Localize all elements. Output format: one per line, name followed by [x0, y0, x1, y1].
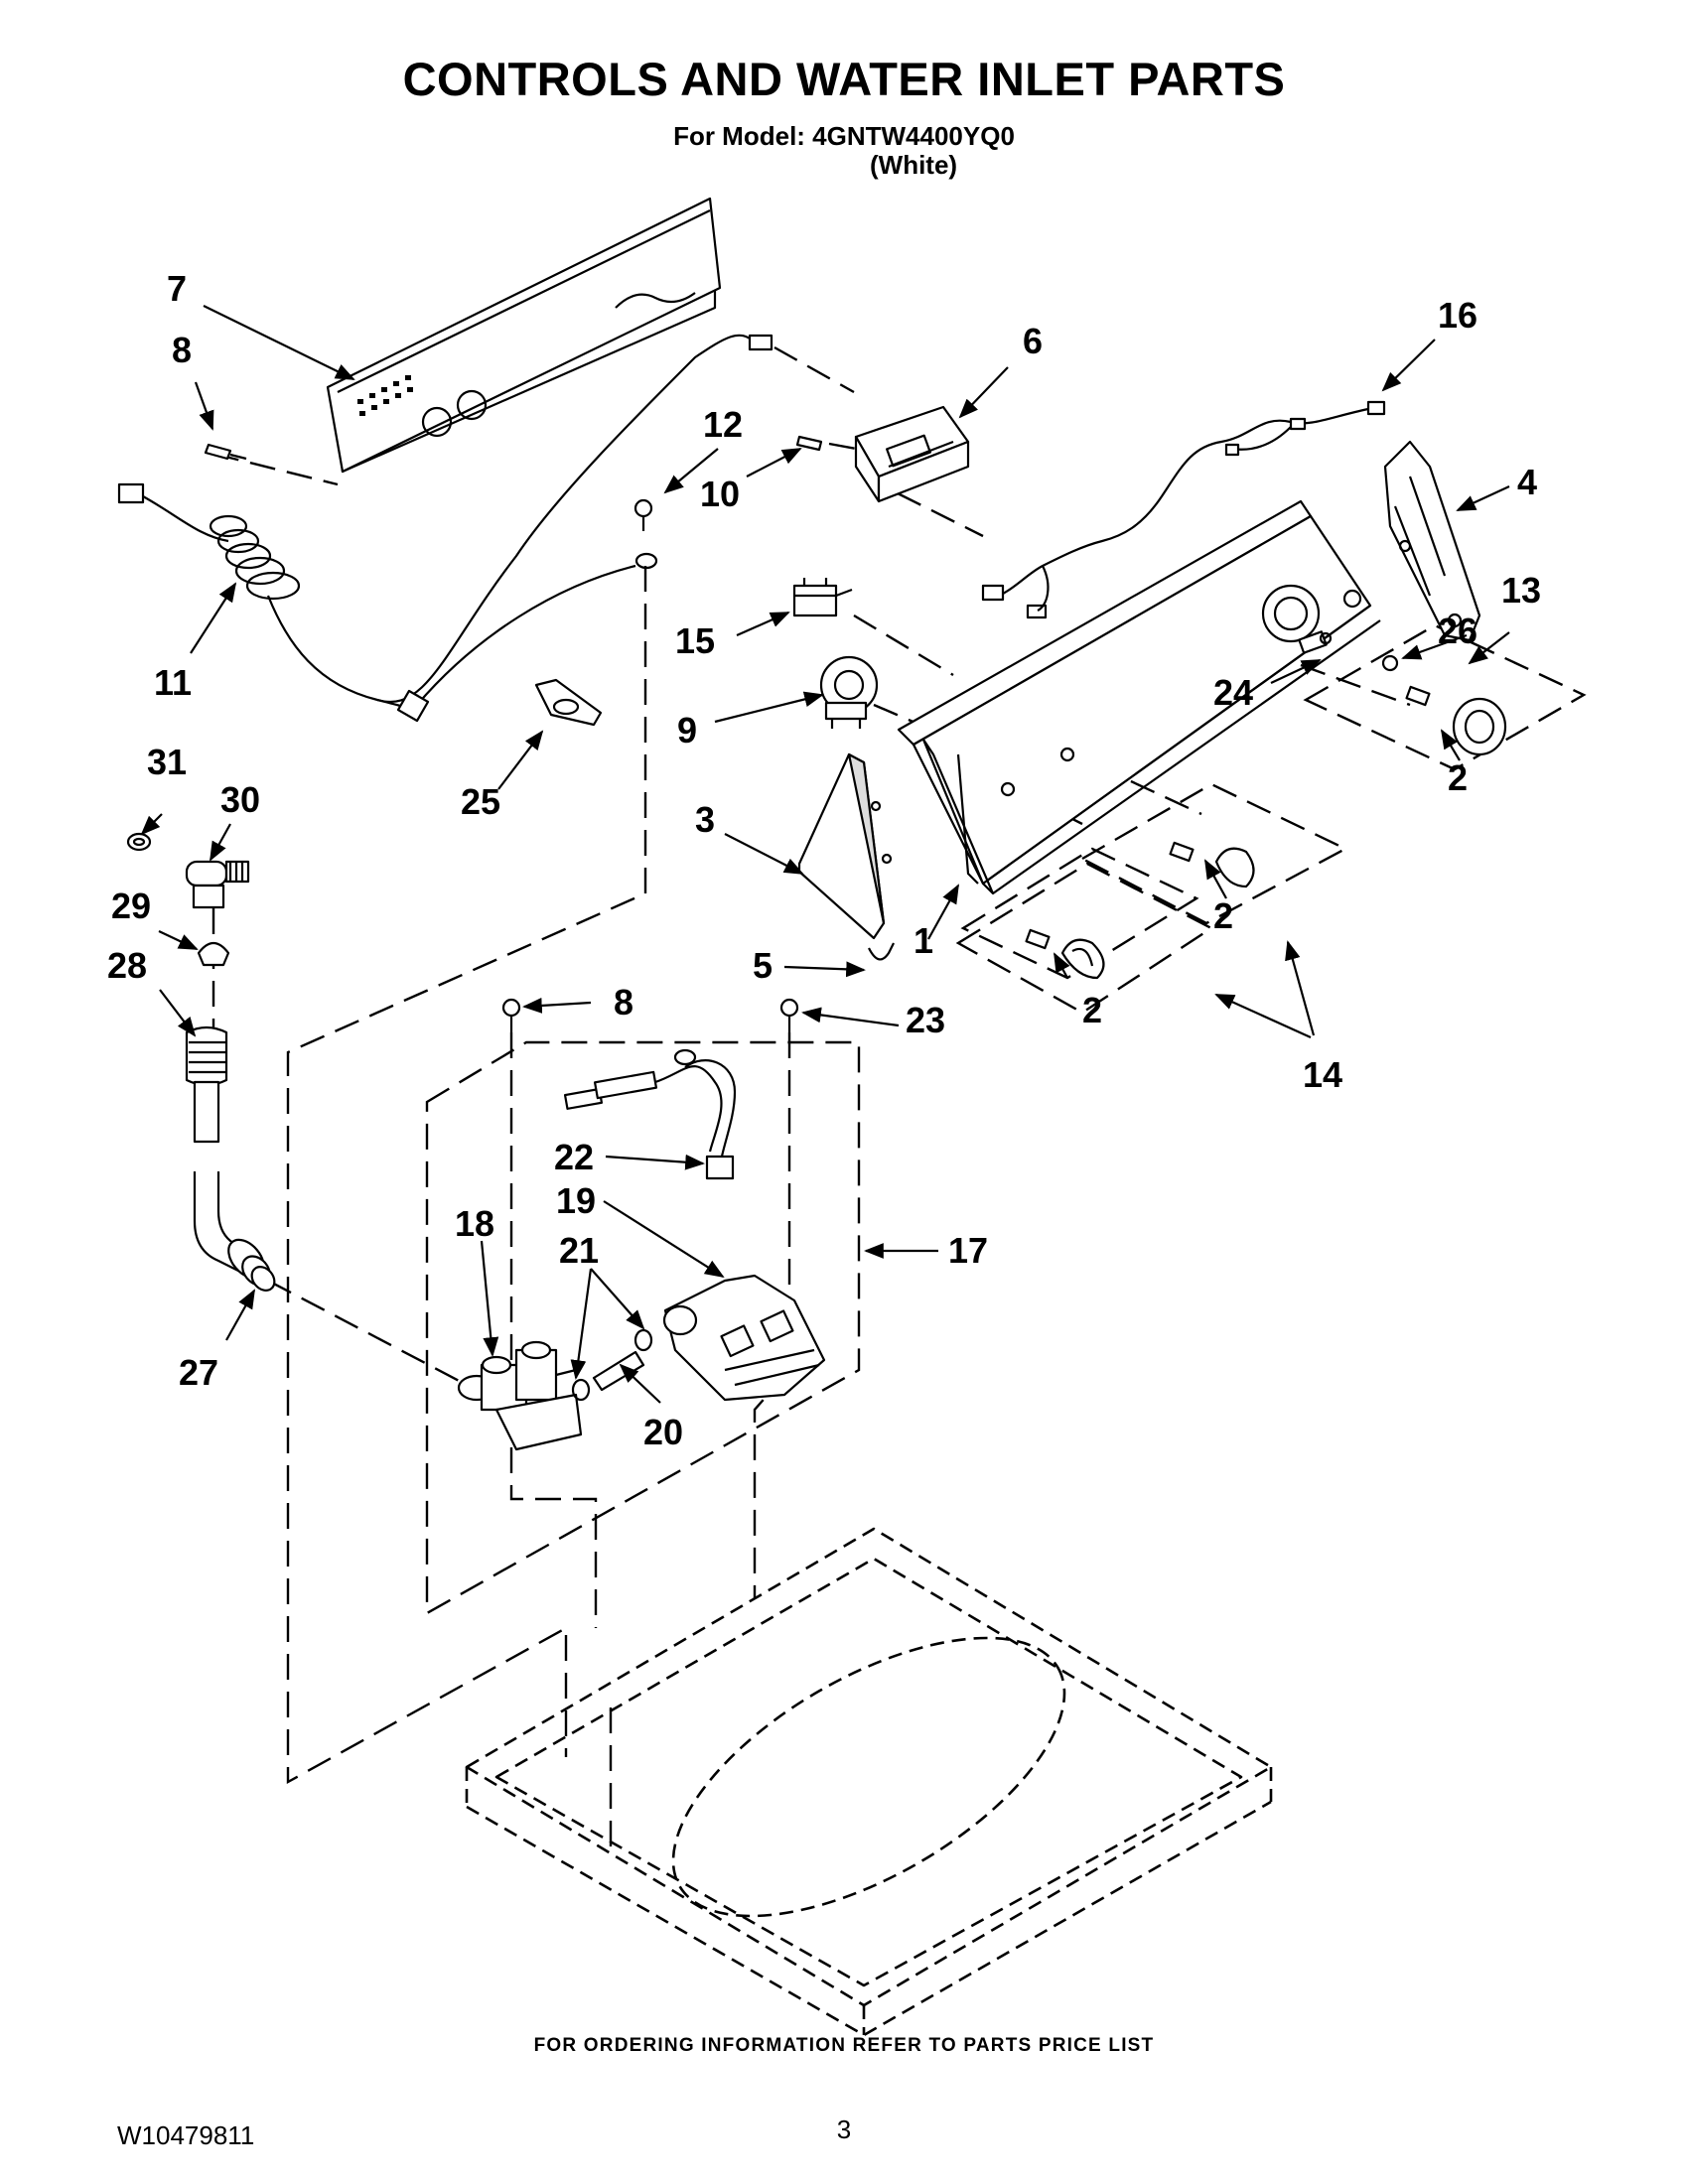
- callout-1: 1: [914, 920, 933, 961]
- retainer-part: [1381, 654, 1399, 672]
- callout-6: 6: [1023, 321, 1043, 361]
- document-number: W10479811: [117, 2120, 255, 2150]
- dispenser-part: [662, 1274, 826, 1402]
- bezel-part: [797, 752, 893, 940]
- callout-2: 2: [1448, 757, 1468, 798]
- callout-19: 19: [556, 1180, 596, 1221]
- callout-30: 30: [220, 779, 260, 820]
- clip-part: [868, 942, 895, 961]
- knob-part: [1169, 841, 1255, 888]
- callout-labels: 7 8 6 16 12 10 4 13 26 24 11 15 9 2 31 3…: [107, 268, 1541, 1452]
- clamp-part: [571, 1328, 653, 1402]
- color-line: (White): [870, 150, 958, 180]
- selector-switch-part: [819, 655, 879, 729]
- callout-9: 9: [677, 710, 697, 751]
- callout-14: 14: [1303, 1054, 1342, 1095]
- wire-harness-part: [117, 334, 774, 723]
- callout-7: 7: [167, 268, 187, 309]
- console-part: [897, 499, 1381, 895]
- screw-part: [779, 998, 799, 1032]
- water-valve-part: [457, 1340, 583, 1451]
- screw-part: [633, 498, 653, 531]
- knob-part: [1025, 928, 1105, 980]
- callout-22: 22: [554, 1137, 594, 1177]
- button-part: [534, 678, 603, 727]
- callout-25: 25: [461, 781, 500, 822]
- screw-part: [795, 435, 823, 452]
- callout-8: 8: [172, 330, 192, 370]
- callout-3: 3: [695, 799, 715, 840]
- callout-2: 2: [1213, 895, 1233, 936]
- callout-15: 15: [675, 620, 715, 661]
- callout-5: 5: [753, 945, 773, 986]
- part-drawings: [117, 197, 1507, 2037]
- callout-23: 23: [906, 1000, 945, 1040]
- callout-11: 11: [154, 662, 192, 703]
- callout-18: 18: [455, 1203, 494, 1244]
- callout-10: 10: [700, 474, 740, 514]
- callout-26: 26: [1438, 611, 1477, 651]
- page-title: CONTROLS AND WATER INLET PARTS: [402, 53, 1286, 105]
- callout-28: 28: [107, 945, 147, 986]
- control-board-part: [854, 405, 970, 503]
- end-cap-part: [1383, 440, 1481, 642]
- callout-8: 8: [614, 982, 633, 1023]
- assembly-dashed-lines: [211, 345, 1587, 1846]
- hose-part: [592, 1350, 645, 1392]
- callout-16: 16: [1438, 295, 1477, 336]
- wire-harness-part: [563, 1048, 737, 1180]
- callout-2: 2: [1082, 990, 1102, 1030]
- callout-12: 12: [703, 404, 743, 445]
- wire-harness-part: [981, 400, 1386, 619]
- callout-20: 20: [643, 1412, 683, 1452]
- screw-part: [204, 443, 247, 461]
- callout-arrows: [140, 305, 1510, 1404]
- callout-24: 24: [1213, 672, 1253, 713]
- inlet-hose-part: [126, 832, 276, 1292]
- knob-part: [1405, 685, 1507, 756]
- callout-21: 21: [559, 1230, 599, 1271]
- screw-part: [501, 998, 521, 1032]
- model-line: For Model: 4GNTW4400YQ0: [673, 121, 1015, 151]
- callout-29: 29: [111, 886, 151, 926]
- callout-31: 31: [147, 742, 187, 782]
- rear-panel-part: [326, 197, 722, 474]
- callout-4: 4: [1517, 462, 1537, 502]
- callout-13: 13: [1501, 570, 1541, 611]
- callout-17: 17: [948, 1230, 988, 1271]
- switch-part: [792, 578, 853, 617]
- ordering-note: FOR ORDERING INFORMATION REFER TO PARTS …: [533, 2035, 1155, 2056]
- cabinet-top-outline: [465, 1527, 1273, 2037]
- shaft-part: [1298, 630, 1333, 654]
- callout-27: 27: [179, 1352, 218, 1393]
- page-number: 3: [836, 2115, 852, 2144]
